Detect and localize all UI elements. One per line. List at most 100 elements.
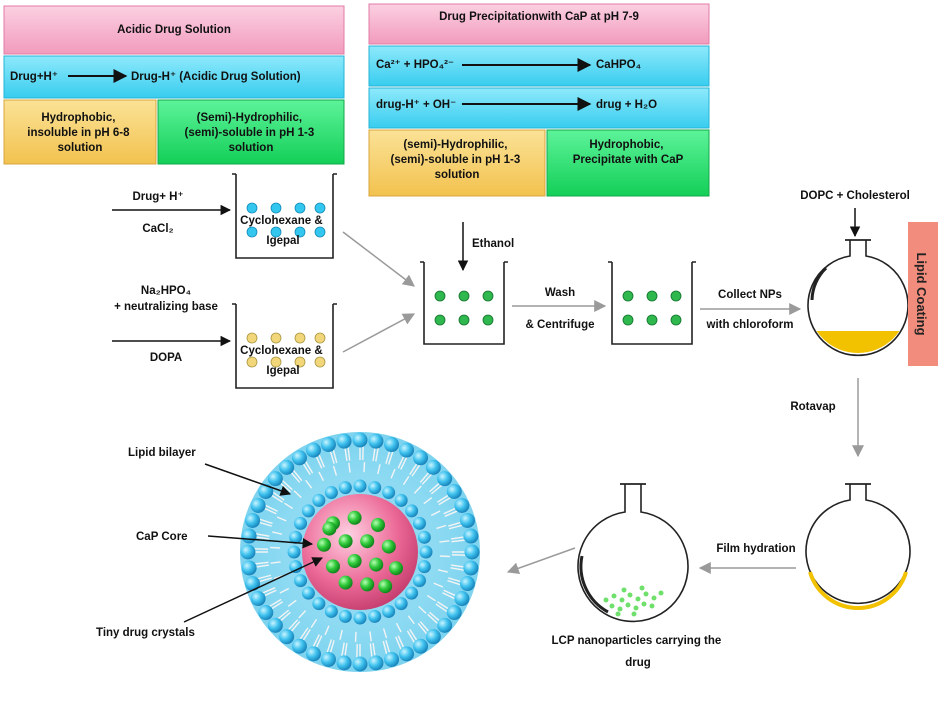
lipid-head (384, 437, 400, 453)
lipid-tail (276, 516, 287, 522)
lipid-tail (310, 618, 318, 628)
lipid-head (382, 604, 396, 618)
lipid-tail (298, 610, 307, 619)
lipid-head (405, 504, 419, 518)
lipid-tail (272, 531, 283, 535)
right-title-cell (368, 3, 710, 45)
lipid-head (437, 471, 453, 487)
lipid-head (324, 604, 338, 618)
lipid-head (459, 576, 475, 592)
beaker-1-label: Cyclohexane & Igepal (240, 215, 326, 247)
left-reaction-lhs: Drug+H⁺ (10, 71, 58, 83)
drug-crystal (338, 575, 353, 590)
lipid-head (301, 586, 315, 600)
lipid-head (338, 609, 352, 623)
lipid-tail (305, 479, 313, 489)
lipid-head (368, 433, 384, 449)
film-hydration-label: Film hydration (716, 543, 795, 555)
centrifuge-label: & Centrifuge (526, 319, 595, 331)
lipid-head (454, 591, 470, 607)
lipid-coating-label: Lipid Coating (914, 252, 929, 335)
lipid-head (413, 638, 429, 654)
lipid-head (419, 545, 433, 559)
lipid-tail (293, 490, 302, 499)
lipid-head (258, 483, 274, 499)
right-hydrophobic-cell (546, 129, 710, 197)
lipid-tail (339, 629, 343, 640)
input2-base-label: + neutralizing base (114, 301, 218, 313)
lipid-head (279, 629, 295, 645)
right-hydrophilic-text: (semi)-Hydrophilic, (semi)-soluble in pH… (391, 139, 524, 181)
lipid-tail (324, 625, 330, 636)
left-table: Acidic Drug Solution Drug+H⁺ Drug-H⁺ (Ac… (3, 5, 345, 165)
input2-na2hpo4-label: Na₂HPO₄ (141, 285, 191, 297)
lipid-head (405, 586, 419, 600)
lipid-tail (436, 524, 447, 530)
lipid-tail (395, 622, 402, 633)
drug-crystal (326, 559, 340, 574)
lipid-tail (279, 587, 290, 594)
dopc-label: DOPC + Cholesterol (800, 190, 910, 202)
lipid-head (258, 605, 274, 621)
beaker-1-droplets (246, 202, 326, 238)
lipid-head (382, 486, 396, 500)
lipid-tail (430, 510, 441, 517)
lipid-head (291, 638, 307, 654)
lipid-head (425, 459, 441, 475)
right-title: Drug Precipitationwith CaP at pH 7-9 (439, 11, 639, 23)
lipid-head (425, 629, 441, 645)
left-hydrophilic-cell (157, 99, 345, 165)
input1-drug-label: Drug+ H⁺ (132, 191, 183, 203)
beaker-1: Cyclohexane & Igepal (232, 173, 337, 259)
drug-crystal (322, 521, 337, 536)
lipid-coating-badge (908, 222, 938, 366)
arrow-beaker2-to-mix (342, 313, 416, 353)
left-reaction-rhs: Drug-H⁺ (Acidic Drug Solution) (131, 71, 301, 83)
lipid-head (353, 479, 367, 493)
lipid-head (399, 442, 415, 458)
lipid-head (312, 493, 326, 507)
drug-crystal (317, 537, 331, 552)
beaker-3 (420, 261, 508, 345)
lipid-tail (377, 464, 381, 475)
lipid-bilayer-pointer (204, 463, 291, 496)
drug-crystals-pointer (183, 557, 323, 623)
flask-3-particles (603, 585, 664, 617)
right-reaction2-lhs: drug-H⁺ + OH⁻ (376, 99, 456, 111)
lcp-caption: LCP nanoparticles carrying the drug (552, 635, 725, 669)
lipid-head (368, 609, 382, 623)
lipid-head (289, 560, 303, 574)
lipid-tail (433, 582, 444, 588)
cap-core-pointer (207, 535, 314, 549)
lipid-head (291, 450, 307, 466)
right-reaction2-cell (368, 87, 710, 129)
lipid-head (368, 655, 384, 671)
flask-3 (577, 483, 689, 623)
lipid-head (301, 504, 315, 518)
lipid-head (250, 591, 266, 607)
lipid-head (245, 576, 261, 592)
lipid-head (463, 560, 479, 576)
ethanol-label: Ethanol (472, 238, 514, 250)
right-table: Drug Precipitationwith CaP at pH 7-9 Ca²… (368, 3, 710, 197)
lipid-head (267, 617, 283, 633)
lipid-tail (348, 462, 351, 473)
drug-crystal (360, 577, 375, 592)
lipid-head (320, 437, 336, 453)
lipid-tail (439, 540, 450, 543)
input2-dopa-label: DOPA (150, 352, 182, 364)
beaker-2: Cyclohexane & Igepal (232, 303, 337, 389)
arrow-to-nanoparticle (506, 547, 576, 575)
lipid-tail (413, 485, 422, 494)
lipid-tail (437, 569, 448, 573)
drug-crystal (338, 534, 353, 549)
lipid-head (240, 544, 256, 560)
lipid-tail (423, 497, 433, 505)
drug-crystal (347, 510, 362, 525)
drug-crystals-label: Tiny drug crystals (96, 627, 195, 639)
lipid-head (464, 544, 480, 560)
drug-crystal (389, 561, 403, 576)
lipid-head (289, 530, 303, 544)
lipid-tail (407, 615, 415, 625)
